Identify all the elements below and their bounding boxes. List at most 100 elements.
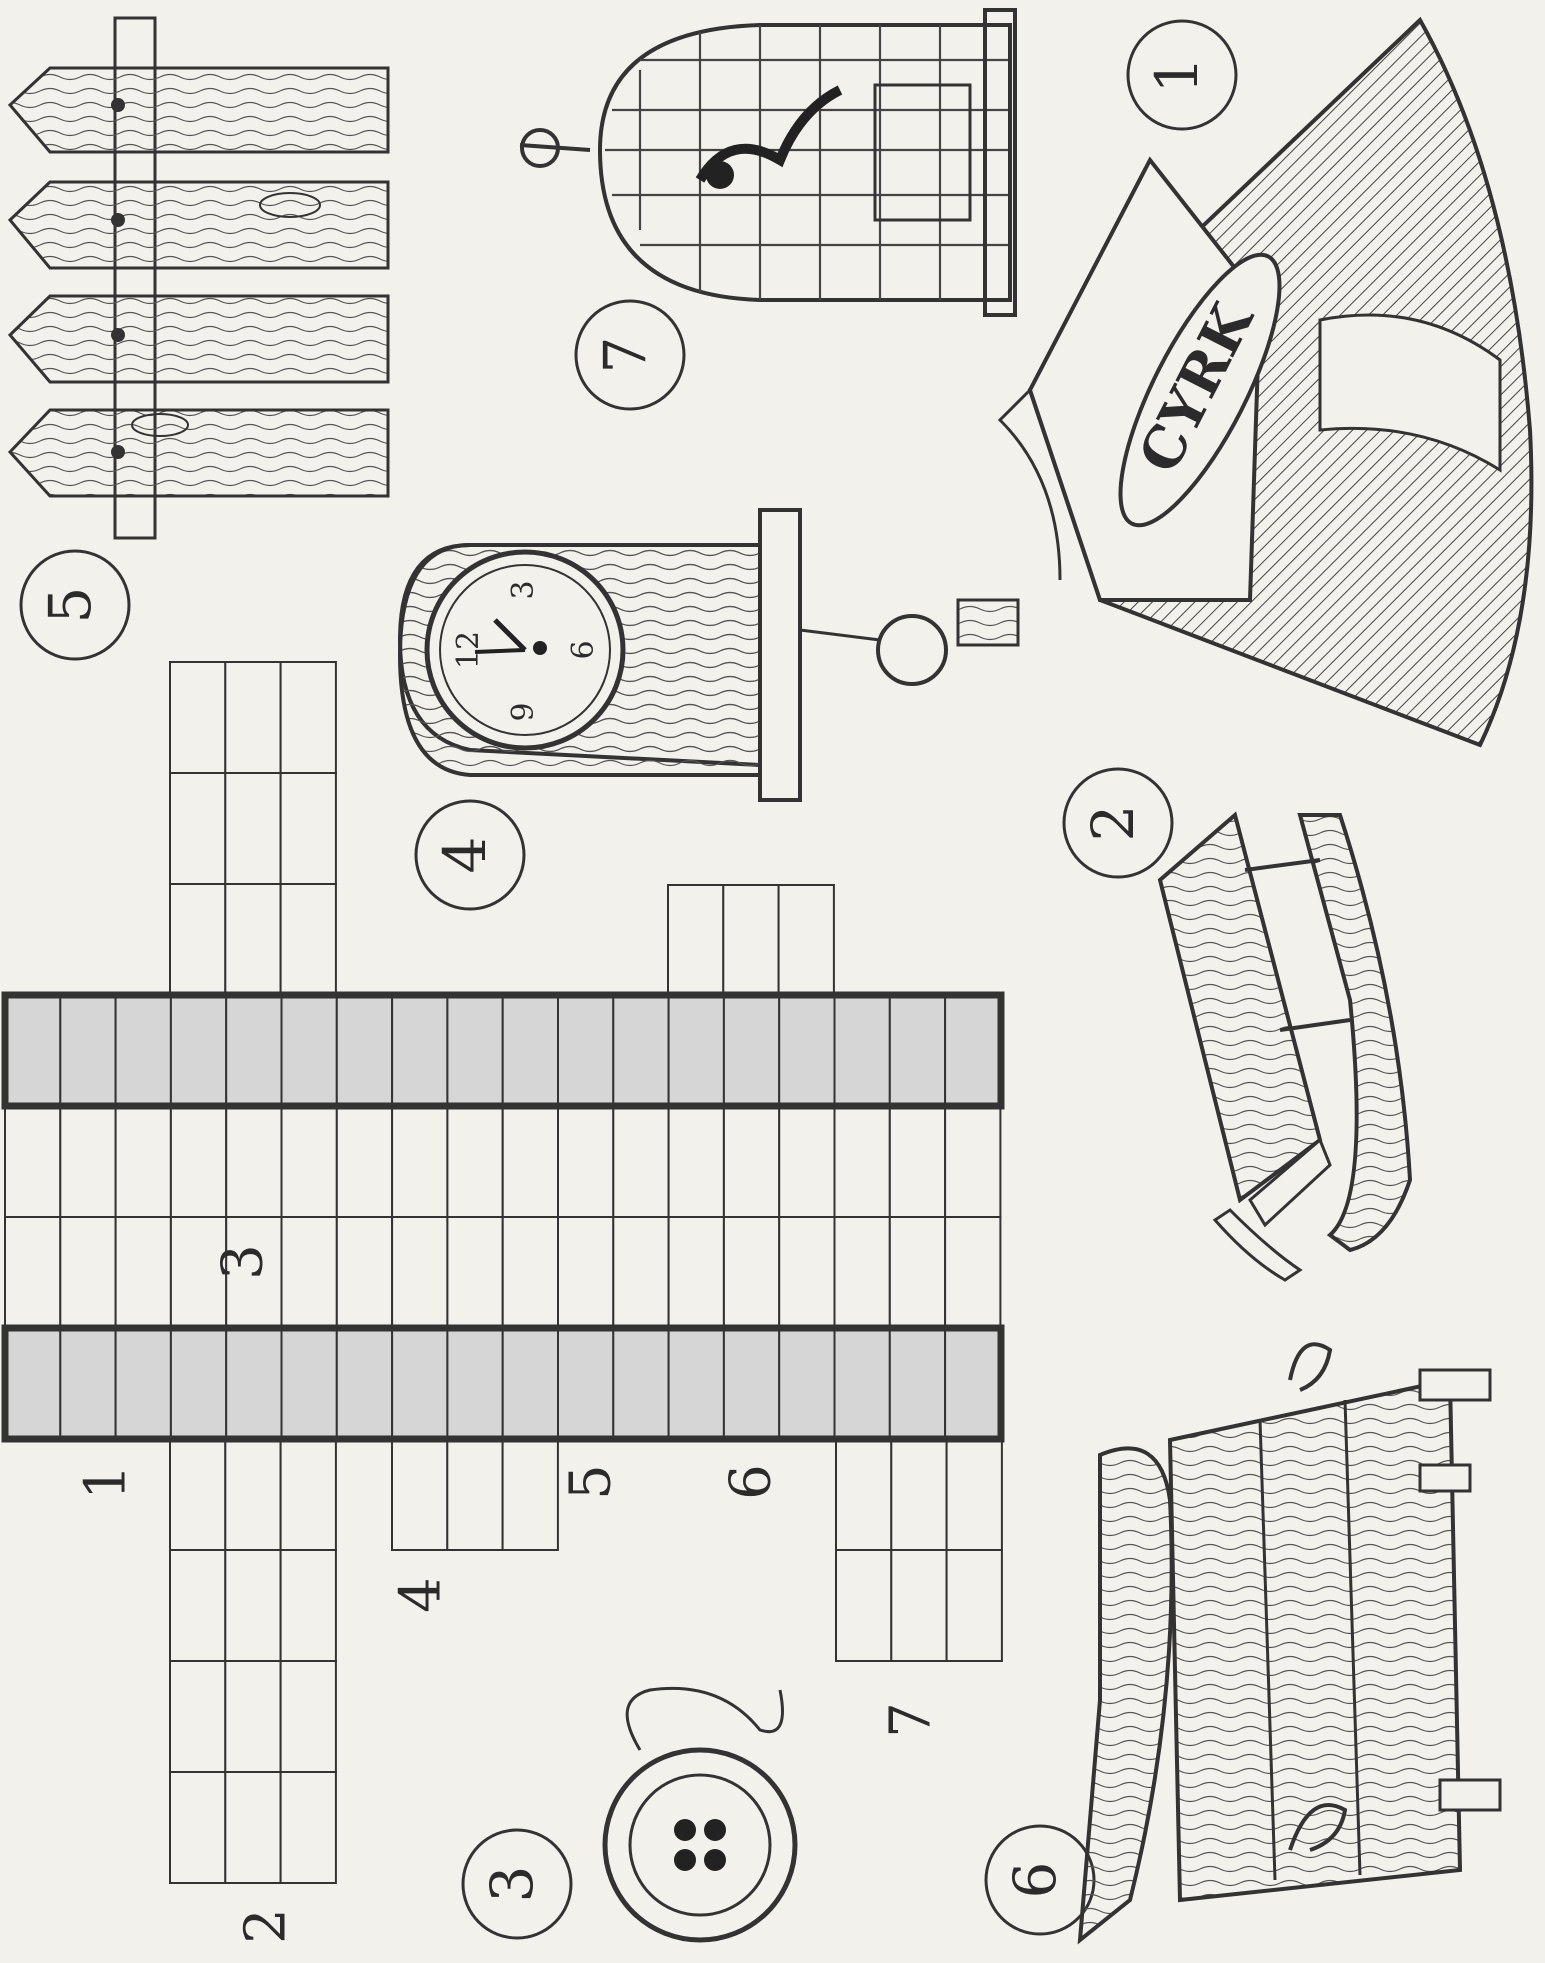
grid-cell[interactable] [169,772,227,885]
grid-cell[interactable] [391,1327,449,1440]
grid-cell[interactable] [944,1216,1002,1329]
grid-cell[interactable] [446,1105,504,1218]
grid-cell[interactable] [169,1216,228,1329]
grid-cell[interactable] [557,1327,615,1440]
grid-cell[interactable] [279,1549,337,1662]
grid-cell[interactable] [391,994,449,1107]
grid-cell[interactable] [833,1105,891,1218]
grid-cell[interactable] [335,994,394,1107]
grid-cell[interactable] [890,1438,948,1551]
grid-cell[interactable] [279,883,337,996]
grid-cell[interactable] [114,1105,172,1218]
grid-cell[interactable] [225,994,283,1107]
grid-cell[interactable] [224,1438,282,1551]
grid-cell[interactable] [224,883,282,996]
grid-cell[interactable] [114,1327,172,1440]
grid-cell[interactable] [890,1549,948,1662]
grid-cell[interactable] [335,1105,394,1218]
grid-cell[interactable] [612,1105,670,1218]
grid-cell[interactable] [612,1216,670,1329]
grid-cell[interactable] [944,994,1002,1107]
grid-cell[interactable] [557,1216,615,1329]
grid-cell[interactable] [59,1327,117,1440]
grid-cell[interactable] [667,1216,725,1329]
grid-cell[interactable] [280,1327,338,1440]
grid-cell[interactable] [888,994,947,1107]
grid-cell[interactable] [446,1216,504,1329]
grid-cell[interactable] [224,1771,282,1884]
grid-cell[interactable] [59,994,117,1107]
grid-cell[interactable] [835,1438,893,1551]
grid-cell[interactable] [557,994,615,1107]
grid-cell[interactable] [888,1216,947,1329]
grid-cell[interactable] [501,1216,560,1329]
grid-cell[interactable] [59,1216,117,1329]
grid-cell[interactable] [833,1216,891,1329]
grid-cell[interactable] [667,1105,725,1218]
grid-cell[interactable] [169,994,228,1107]
grid-cell[interactable] [4,1216,62,1329]
grid-cell[interactable] [225,1105,283,1218]
grid-cell[interactable] [667,994,725,1107]
grid-cell[interactable] [722,884,780,997]
grid-cell[interactable] [224,1549,282,1662]
grid-cell[interactable] [888,1327,947,1440]
grid-cell[interactable] [557,1105,615,1218]
grid-cell[interactable] [224,772,282,885]
grid-cell[interactable] [722,1216,781,1329]
grid-cell[interactable] [169,1105,228,1218]
grid-cell[interactable] [835,1549,893,1662]
grid-cell[interactable] [4,994,62,1107]
grid-cell[interactable] [722,1105,781,1218]
grid-cell[interactable] [4,1327,62,1440]
grid-cell[interactable] [225,1216,283,1329]
grid-cell[interactable] [833,1327,891,1440]
grid-cell[interactable] [114,1216,172,1329]
grid-cell[interactable] [778,994,836,1107]
grid-cell[interactable] [833,994,891,1107]
grid-cell[interactable] [945,1549,1003,1662]
grid-cell[interactable] [501,1105,560,1218]
grid-cell[interactable] [279,1771,337,1884]
grid-cell[interactable] [169,1438,227,1551]
grid-cell[interactable] [446,1438,504,1551]
grid-cell[interactable] [446,1327,504,1440]
grid-cell[interactable] [335,1216,394,1329]
grid-cell[interactable] [722,994,781,1107]
grid-cell[interactable] [778,1105,836,1218]
grid-cell[interactable] [722,1327,781,1440]
grid-cell[interactable] [945,1438,1003,1551]
grid-cell[interactable] [279,661,337,774]
grid-cell[interactable] [391,1216,449,1329]
grid-cell[interactable] [391,1438,449,1551]
grid-cell[interactable] [59,1105,117,1218]
grid-cell[interactable] [944,1105,1002,1218]
grid-cell[interactable] [224,661,282,774]
grid-cell[interactable] [777,884,835,997]
grid-cell[interactable] [391,1105,449,1218]
grid-cell[interactable] [501,1327,560,1440]
grid-cell[interactable] [667,1327,725,1440]
grid-cell[interactable] [114,994,172,1107]
grid-cell[interactable] [169,1660,227,1773]
grid-cell[interactable] [446,994,504,1107]
grid-cell[interactable] [4,1105,62,1218]
grid-cell[interactable] [888,1105,947,1218]
grid-cell[interactable] [944,1327,1002,1440]
grid-cell[interactable] [169,1771,227,1884]
grid-cell[interactable] [280,1216,338,1329]
grid-cell[interactable] [280,994,338,1107]
grid-cell[interactable] [169,661,227,774]
grid-cell[interactable] [501,994,560,1107]
grid-cell[interactable] [224,1660,282,1773]
grid-cell[interactable] [279,772,337,885]
grid-cell[interactable] [612,1327,670,1440]
grid-cell[interactable] [667,884,725,997]
grid-cell[interactable] [169,1327,228,1440]
grid-cell[interactable] [279,1438,337,1551]
grid-cell[interactable] [279,1660,337,1773]
grid-cell[interactable] [501,1438,559,1551]
grid-cell[interactable] [778,1216,836,1329]
grid-cell[interactable] [778,1327,836,1440]
grid-cell[interactable] [280,1105,338,1218]
